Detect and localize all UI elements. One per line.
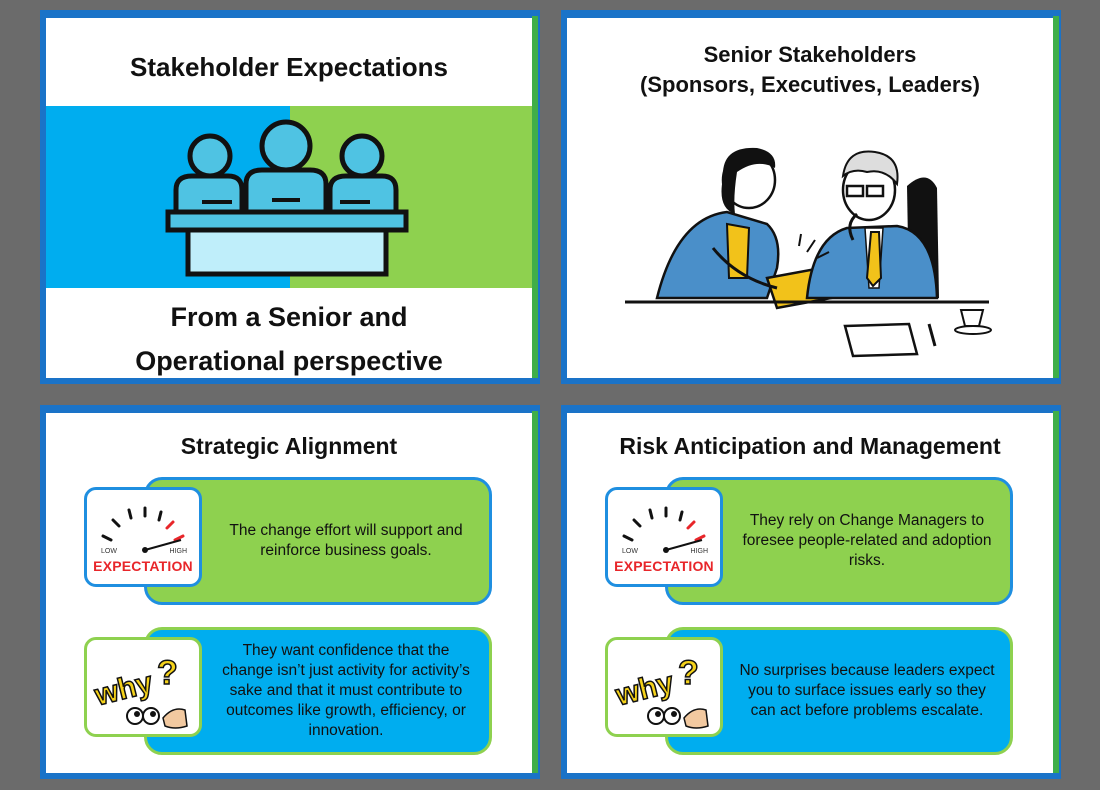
svg-text:?: ? bbox=[157, 654, 178, 692]
expectation-gauge-icon: LOW HIGH EXPECTATION bbox=[84, 487, 202, 587]
meeting-people-icon bbox=[165, 119, 409, 277]
expectation-card: The change effort will support and reinf… bbox=[144, 477, 492, 605]
svg-text:?: ? bbox=[678, 654, 699, 692]
svg-text:why: why bbox=[612, 666, 678, 712]
slide-body: Senior Stakeholders (Sponsors, Executive… bbox=[567, 18, 1053, 378]
gauge-low-label: LOW bbox=[622, 548, 638, 555]
slide-edge bbox=[1053, 411, 1059, 773]
why-text: They want confidence that the change isn… bbox=[222, 642, 470, 739]
slide-body: Strategic Alignment The change effort wi… bbox=[46, 413, 532, 773]
why-question-icon: why ? bbox=[84, 637, 202, 737]
why-text: No surprises because leaders expect you … bbox=[739, 662, 995, 719]
gauge-high-label: HIGH bbox=[169, 548, 188, 555]
expectation-label: EXPECTATION bbox=[614, 558, 714, 574]
slide-body: Risk Anticipation and Management They re… bbox=[567, 413, 1053, 773]
slide-title-line1: Senior Stakeholders bbox=[703, 42, 917, 67]
slide-subtitle-line2: Operational perspective bbox=[135, 346, 443, 376]
expectation-label: EXPECTATION bbox=[93, 558, 193, 574]
why-card: No surprises because leaders expect you … bbox=[665, 627, 1013, 755]
expectation-gauge-icon: LOW HIGH EXPECTATION bbox=[605, 487, 723, 587]
svg-text:why: why bbox=[91, 666, 157, 712]
slide-title: Strategic Alignment bbox=[180, 433, 398, 459]
expectation-card: They rely on Change Managers to foresee … bbox=[665, 477, 1013, 605]
slide-edge bbox=[1053, 16, 1059, 378]
expectation-text: They rely on Change Managers to foresee … bbox=[742, 512, 992, 569]
why-question-icon: why ? bbox=[605, 637, 723, 737]
slide-body: Stakeholder Expectations bbox=[46, 18, 532, 378]
slide-risk-anticipation[interactable]: Risk Anticipation and Management They re… bbox=[561, 405, 1061, 779]
slide-stakeholder-expectations[interactable]: Stakeholder Expectations bbox=[40, 10, 540, 384]
executives-reviewing-tablet-illustration bbox=[625, 147, 992, 358]
slide-title-line2: (Sponsors, Executives, Leaders) bbox=[640, 72, 980, 97]
slide-edge bbox=[532, 411, 538, 773]
slide-edge bbox=[532, 16, 538, 378]
slide-strategic-alignment[interactable]: Strategic Alignment The change effort wi… bbox=[40, 405, 540, 779]
slide-title: Stakeholder Expectations bbox=[130, 52, 448, 82]
expectation-text: The change effort will support and reinf… bbox=[229, 522, 463, 559]
gauge-low-label: LOW bbox=[101, 548, 117, 555]
slide-title: Risk Anticipation and Management bbox=[619, 433, 1001, 459]
gauge-high-label: HIGH bbox=[690, 548, 709, 555]
slide-senior-stakeholders[interactable]: Senior Stakeholders (Sponsors, Executive… bbox=[561, 10, 1061, 384]
slide-subtitle-line1: From a Senior and bbox=[170, 302, 408, 332]
why-card: They want confidence that the change isn… bbox=[144, 627, 492, 755]
